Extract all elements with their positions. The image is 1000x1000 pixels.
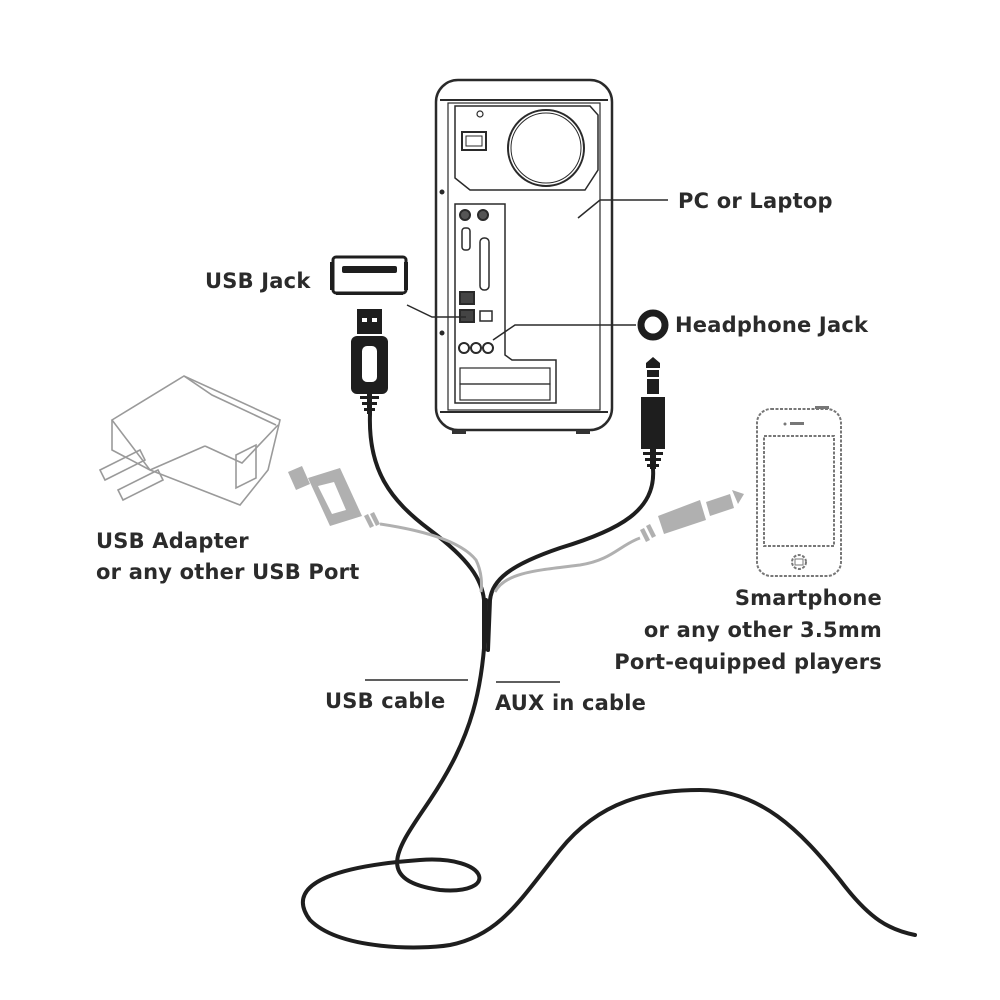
usb-cable-line xyxy=(367,412,486,652)
usb-adapter-sublabel: or any other USB Port xyxy=(96,560,360,584)
aux-cable-line xyxy=(486,467,656,652)
usb-cable-label: USB cable xyxy=(325,689,446,713)
usb-adapter-icon xyxy=(98,375,281,506)
combined-cable-line xyxy=(300,598,917,950)
headphone-jack-label: Headphone Jack xyxy=(675,313,869,337)
pc-leader-line xyxy=(577,199,668,219)
pc-tower xyxy=(434,78,614,434)
smartphone-icon xyxy=(756,406,842,577)
aux-cable-label: AUX in cable xyxy=(495,691,647,715)
faded-usb-cable-line xyxy=(379,522,483,593)
usb-jack-label: USB Jack xyxy=(205,269,311,293)
smartphone-label: Smartphone xyxy=(734,586,882,610)
faded-aux-plug-icon xyxy=(640,490,744,542)
leader-lines xyxy=(365,199,668,683)
usb-jack-leader-line xyxy=(406,304,466,318)
faded-aux-cable-line xyxy=(493,536,641,593)
usb-adapter-label: USB Adapter xyxy=(96,529,249,553)
headphone-jack-leader-line xyxy=(492,324,636,341)
usb-plug-icon xyxy=(351,309,388,414)
usb-jack-icon xyxy=(330,255,408,295)
faded-usb-plug-icon xyxy=(288,466,380,528)
aux-plug-icon xyxy=(641,357,665,469)
headphone-jack-icon xyxy=(637,309,669,341)
smartphone-sublabel-2: Port-equipped players xyxy=(614,650,882,674)
smartphone-sublabel-1: or any other 3.5mm xyxy=(643,618,882,642)
pc-label: PC or Laptop xyxy=(678,189,833,213)
